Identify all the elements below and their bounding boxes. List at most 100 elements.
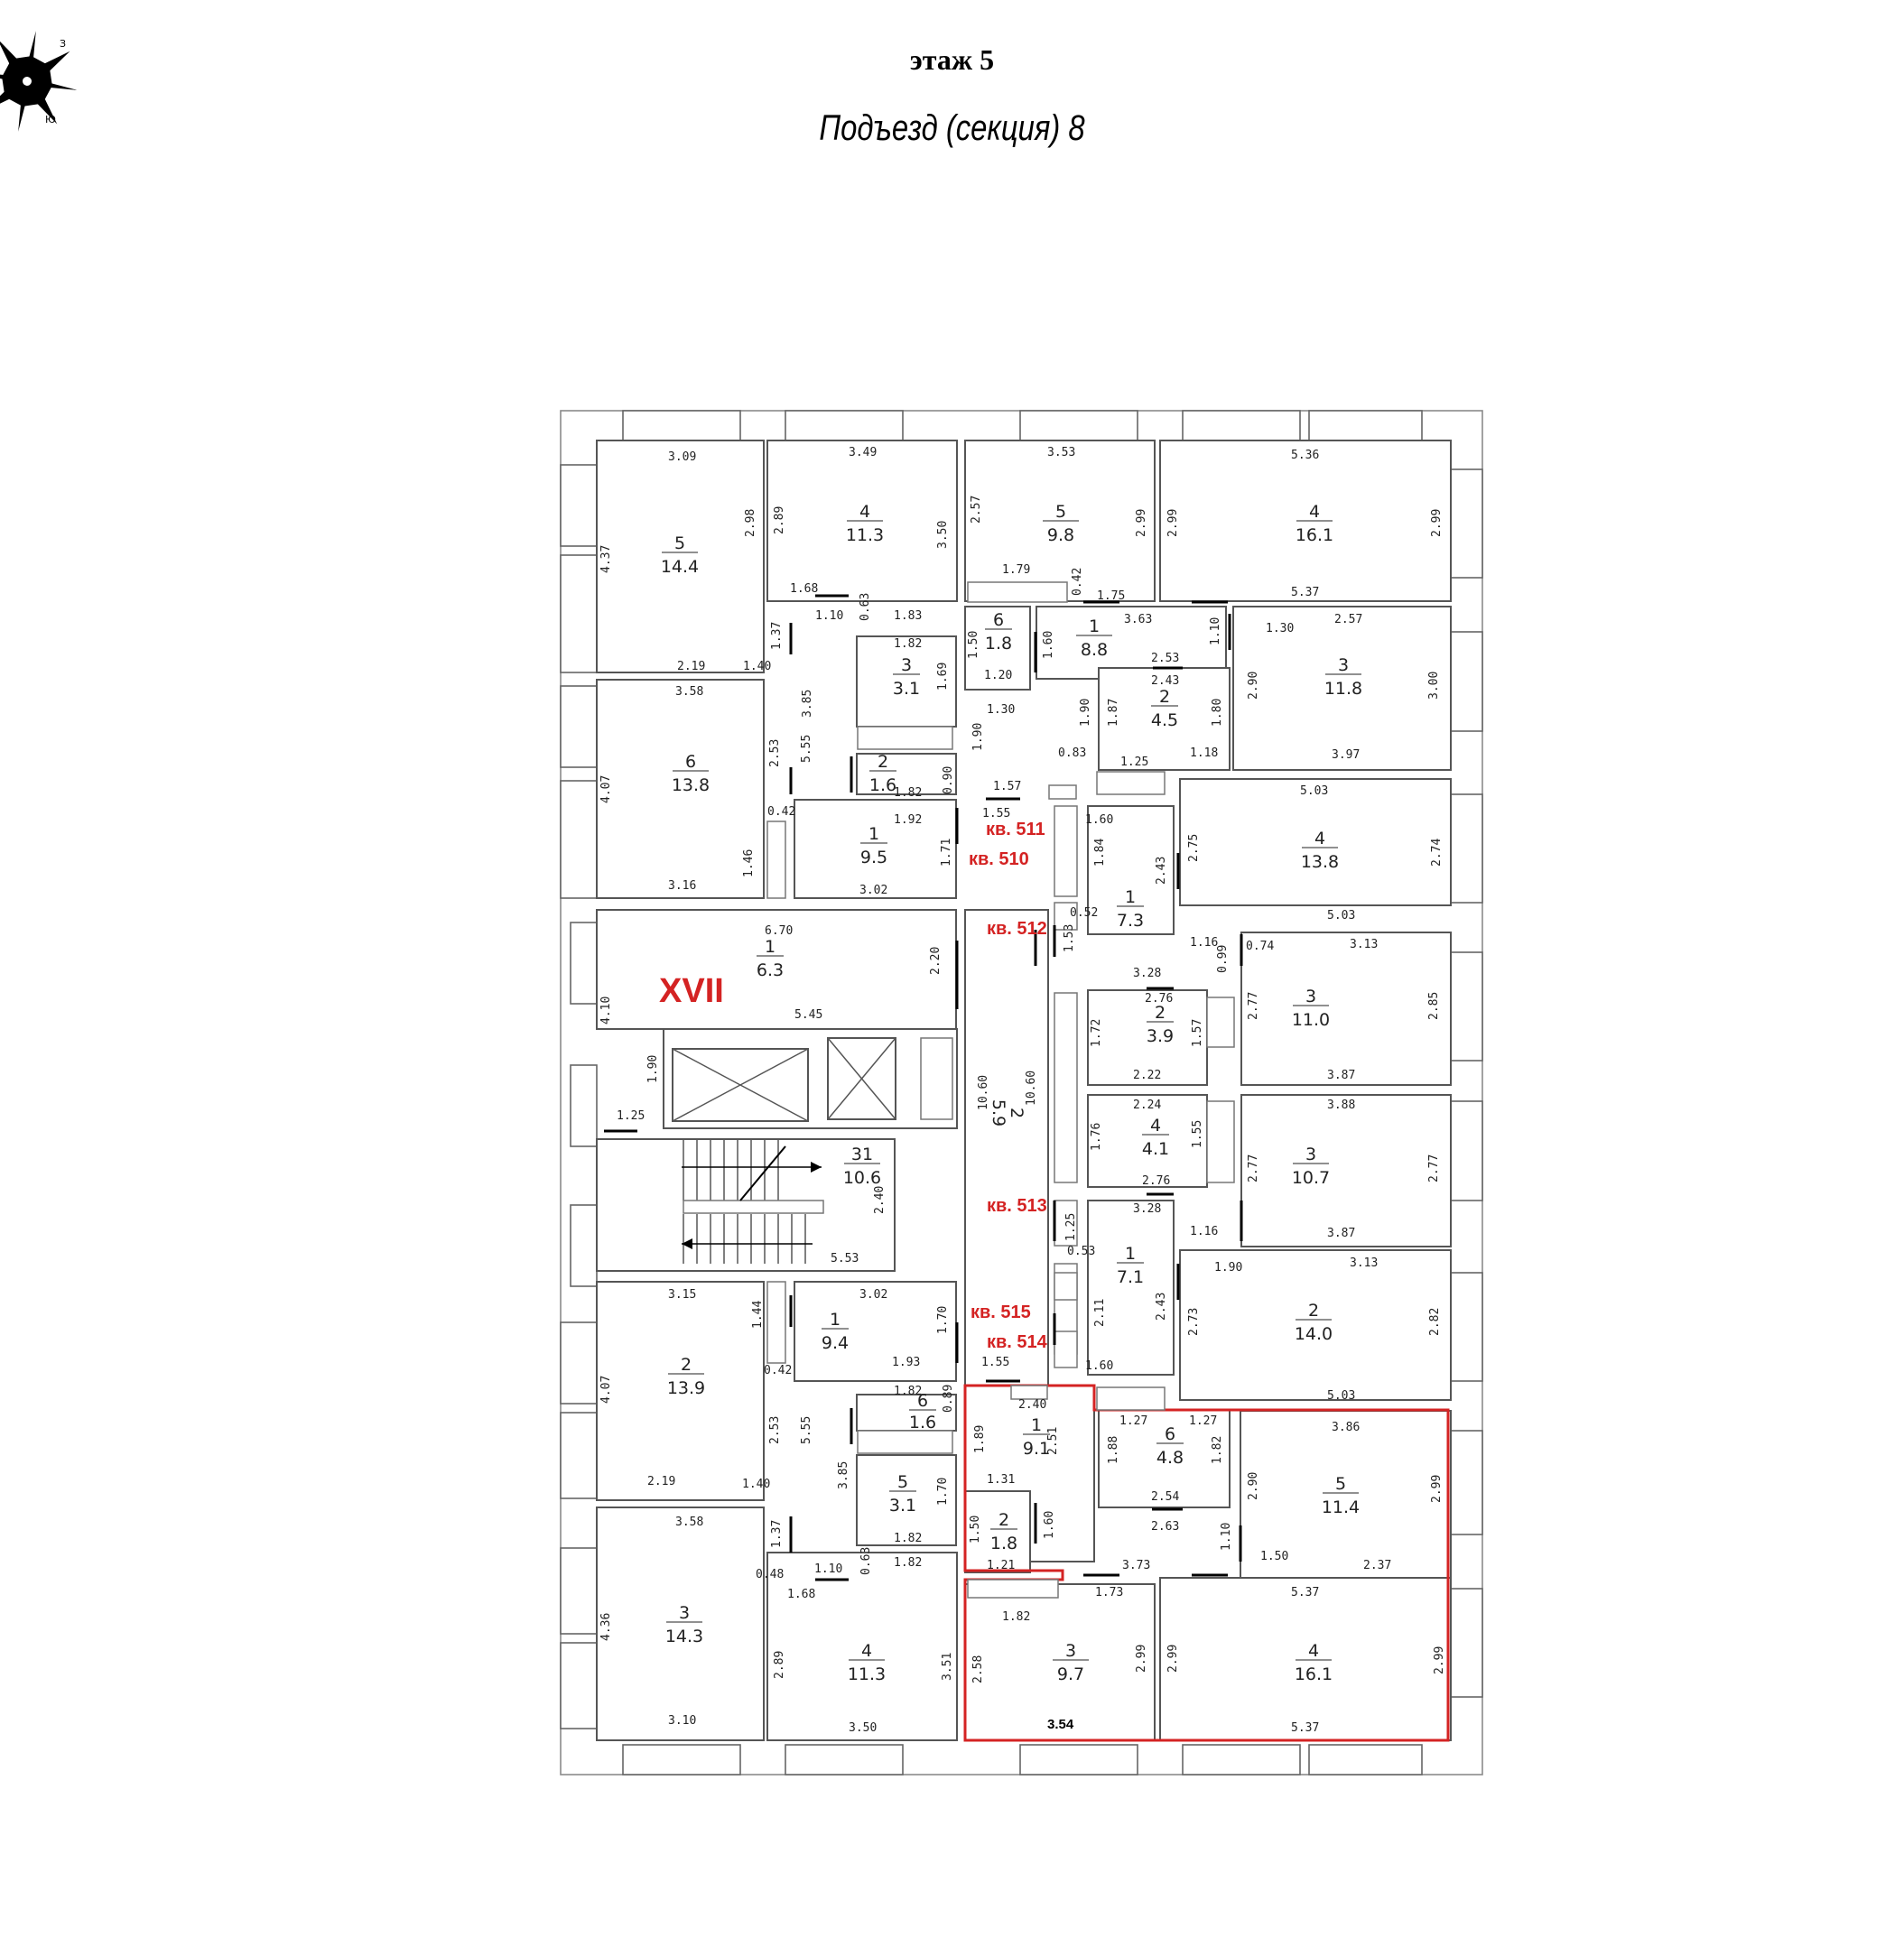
dimension: 0.90: [942, 766, 955, 794]
dimension: 2.63: [1151, 1520, 1179, 1534]
dimension: 2.99: [1166, 1645, 1180, 1673]
room-number: 3: [1065, 1641, 1076, 1661]
dimension: 1.40: [743, 660, 771, 673]
room-area: 5.9: [989, 1099, 1008, 1126]
dimension: 1.37: [770, 1520, 784, 1548]
windows-right: [1450, 468, 1483, 1698]
dimension: 2.76: [1142, 1174, 1170, 1188]
room-area: 1.6: [869, 775, 896, 795]
dimension: 5.37: [1291, 1586, 1319, 1599]
room-area: 13.9: [667, 1378, 705, 1398]
door-marks: [604, 594, 1243, 1581]
room-area: 14.4: [661, 557, 699, 577]
dimension: 3.50: [936, 521, 950, 549]
dimension: 3.28: [1133, 1202, 1161, 1216]
room-area: 4.5: [1151, 710, 1178, 730]
dimension: 3.51: [941, 1653, 954, 1681]
corridor-fixtures: [766, 581, 1235, 1599]
room-number: 4: [859, 502, 870, 522]
room-area: 9.4: [822, 1333, 849, 1353]
room-area: 9.8: [1047, 525, 1074, 545]
dimension: 3.28: [1133, 967, 1161, 980]
dimension: 1.60: [1042, 631, 1055, 659]
dimension: 3.58: [675, 1516, 703, 1529]
elevator-shafts: [663, 1028, 958, 1129]
dimension: 3.02: [859, 884, 887, 897]
compass-rose-icon: З Ю: [0, 31, 78, 132]
room-number: 1: [868, 824, 879, 844]
room-number: 6: [1165, 1424, 1175, 1444]
apartment-label-514: кв. 514: [987, 1332, 1048, 1352]
room-area: 11.3: [846, 525, 884, 545]
dimension-labels: 3.09 3.49 3.53 5.36 4.37 2.98 2.89 3.50 …: [599, 446, 1446, 1735]
staircase: [596, 1138, 896, 1272]
room-number: 5: [897, 1472, 908, 1492]
dimension: 1.69: [936, 663, 950, 691]
room-number: 3: [901, 655, 912, 675]
dimension: 2.77: [1427, 1154, 1441, 1182]
room-number: 3: [1305, 987, 1316, 1006]
room-number: 4: [1314, 829, 1325, 848]
room-area: 6.3: [757, 960, 784, 980]
room-number: 6: [685, 752, 696, 772]
dimension: 1.31: [987, 1473, 1015, 1487]
room-number: 1: [1031, 1415, 1042, 1435]
dimension: 3.87: [1327, 1227, 1355, 1240]
section-title: Подъезд (секция) 8: [819, 108, 1085, 148]
room-area: 3.1: [893, 679, 920, 699]
dimension: 0.48: [756, 1568, 784, 1581]
dimension: 2.22: [1133, 1069, 1161, 1082]
dimension: 2.85: [1427, 992, 1441, 1020]
dimension: 2.54: [1151, 1490, 1179, 1504]
dimension: 1.10: [814, 1562, 842, 1576]
dimension: 3.58: [675, 685, 703, 699]
dimension: 2.89: [773, 1651, 786, 1679]
dimension: 2.58: [971, 1655, 985, 1683]
dimension: 2.99: [1166, 509, 1180, 537]
dimension: 3.53: [1047, 446, 1075, 459]
dimension: 1.84: [1093, 839, 1107, 867]
dimension: 1.70: [936, 1478, 950, 1506]
room-area: 13.8: [1301, 852, 1339, 872]
room-area: 3.9: [1147, 1026, 1174, 1046]
dimension: 3.50: [849, 1721, 877, 1735]
dimension: 2.90: [1247, 1472, 1260, 1500]
dimension: 1.25: [1120, 756, 1148, 769]
dimension: 2.20: [929, 947, 943, 975]
dimension: 1.57: [1191, 1019, 1204, 1047]
dimension: 1.79: [1002, 563, 1030, 577]
apartment-labels: кв. 511 кв. 510 кв. 512 кв. 513 кв. 515 …: [969, 820, 1048, 1352]
dimension: 1.27: [1119, 1414, 1147, 1428]
dimension: 2.76: [1145, 992, 1173, 1006]
room-number: 2: [1308, 1301, 1319, 1321]
dimension: 1.55: [1191, 1120, 1204, 1148]
apartment-label-513: кв. 513: [987, 1196, 1047, 1216]
room-area: 9.7: [1057, 1664, 1084, 1684]
floor-title: этаж 5: [909, 43, 995, 76]
dimension: 1.25: [617, 1109, 645, 1123]
dimension: 1.10: [1209, 617, 1222, 645]
dimension: 1.53: [1063, 924, 1076, 952]
dimension: 2.98: [744, 509, 757, 537]
room-number: 2: [1007, 1108, 1026, 1118]
dimension: 2.53: [768, 739, 782, 767]
room-area: 11.0: [1292, 1010, 1330, 1030]
room-number: 4: [1308, 1641, 1319, 1661]
dimension: 10.60: [977, 1075, 990, 1110]
dimension: 2.24: [1133, 1099, 1161, 1112]
dimension: 2.99: [1135, 1645, 1148, 1673]
dimension: 3.88: [1327, 1099, 1355, 1112]
dimension: 1.90: [646, 1055, 660, 1083]
dimension: 1.83: [894, 609, 922, 623]
dimension: 1.40: [742, 1478, 770, 1491]
dimension: 1.21: [987, 1559, 1015, 1572]
dimension: 1.68: [790, 582, 818, 596]
dimension: 1.88: [1107, 1436, 1120, 1464]
dimension: 1.89: [973, 1425, 987, 1453]
room-number: 3: [1305, 1145, 1316, 1164]
dimension: 2.53: [768, 1416, 782, 1444]
dimension: 0.42: [767, 805, 795, 819]
dimension: 0.63: [859, 593, 872, 621]
dimension: 2.77: [1247, 992, 1260, 1020]
room-number: 5: [674, 533, 685, 553]
